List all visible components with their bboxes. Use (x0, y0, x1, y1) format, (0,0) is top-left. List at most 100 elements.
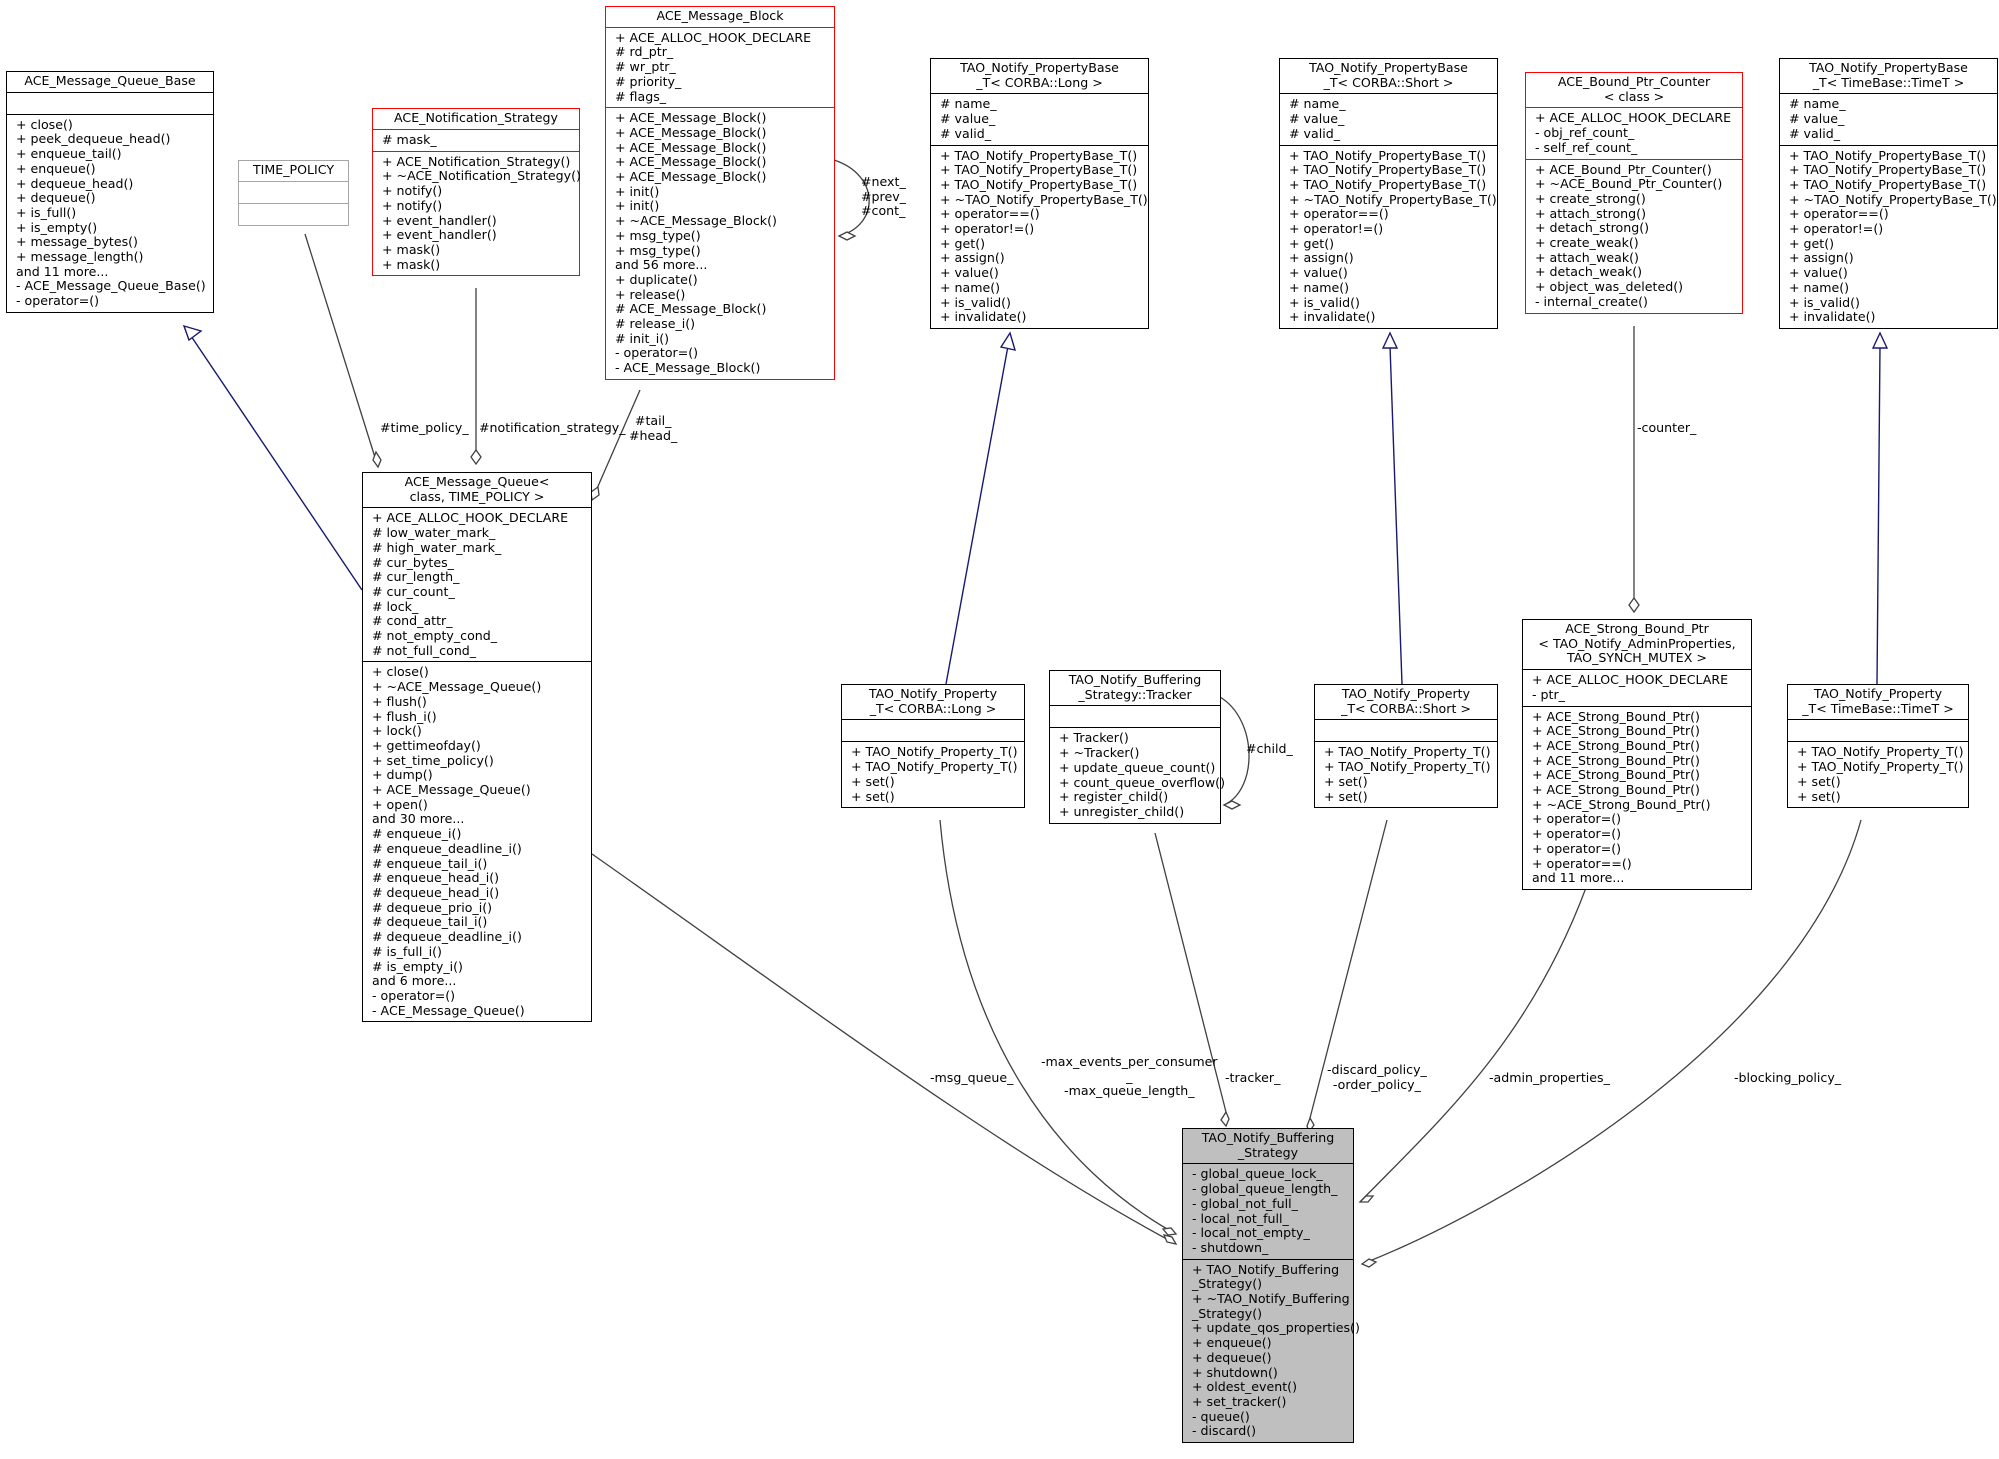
method: + ~ACE_Bound_Ptr_Counter() (1535, 176, 1723, 192)
class-ace-strong-bound-ptr[interactable]: ACE_Strong_Bound_Ptr< TAO_Notify_AdminPr… (1522, 619, 1752, 890)
method: + ACE_Notification_Strategy() (382, 153, 571, 169)
arrowhead-long (999, 331, 1017, 351)
method: + msg_type() (615, 242, 701, 258)
method: + operator==() (1789, 206, 1889, 222)
edge-admin-properties (1359, 884, 1588, 1203)
attributes-section (1788, 719, 1968, 741)
method: + notify() (382, 197, 443, 213)
class-name-line: TAO_Notify_Buffering (1201, 1130, 1335, 1145)
method: - discard() (1192, 1423, 1257, 1439)
method: + attach_weak() (1535, 249, 1639, 265)
attributes-section: # mask_ (373, 128, 579, 151)
class-ace-bound-ptr-counter[interactable]: ACE_Bound_Ptr_Counter< class >+ ACE_ALLO… (1525, 72, 1743, 314)
attributes-section: + ACE_ALLOC_HOOK_DECLARE# low_water_mark… (363, 507, 591, 661)
class-ace-message-block[interactable]: ACE_Message_Block+ ACE_ALLOC_HOOK_DECLAR… (605, 6, 835, 380)
method: # enqueue_head_i() (372, 870, 500, 886)
method: + ~ACE_Message_Queue() (372, 679, 542, 695)
class-time-policy[interactable]: TIME_POLICY (238, 160, 349, 226)
methods-section: + ACE_Strong_Bound_Ptr()+ ACE_Strong_Bou… (1523, 705, 1751, 889)
label-next-prev-cont: #next_ #prev_ #cont_ (861, 174, 906, 219)
class-property-base-timet[interactable]: TAO_Notify_PropertyBase_T< TimeBase::Tim… (1779, 58, 1998, 329)
method: + enqueue_tail() (16, 146, 122, 162)
class-ace-message-queue-base[interactable]: ACE_Message_Queue_Base+ close()+ peek_de… (6, 71, 214, 313)
method: + ~ACE_Notification_Strategy() (382, 168, 581, 184)
class-name: TAO_Notify_PropertyBase_T< TimeBase::Tim… (1780, 59, 1997, 93)
method: + ACE_Bound_Ptr_Counter() (1535, 161, 1712, 177)
attribute: # name_ (1289, 96, 1346, 112)
method: + TAO_Notify_PropertyBase_T() (1789, 176, 1987, 192)
class-property-short[interactable]: TAO_Notify_Property_T< CORBA::Short >+ T… (1314, 684, 1498, 809)
method: + dump() (372, 767, 433, 783)
class-name: TAO_Notify_PropertyBase_T< CORBA::Short … (1280, 59, 1497, 93)
class-name: TAO_Notify_Property_T< CORBA::Long > (842, 685, 1024, 719)
method: + event_handler() (382, 227, 497, 243)
label-max-events: -max_events_per_consumer _ -max_queue_le… (1041, 1054, 1218, 1099)
method: + is_full() (16, 204, 77, 220)
method: - operator=() (372, 987, 456, 1003)
class-tao-notify-buffering-strategy[interactable]: TAO_Notify_Buffering_Strategy- global_qu… (1182, 1128, 1360, 1444)
method: + ACE_Message_Block() (615, 169, 767, 185)
attributes-section (1050, 705, 1220, 727)
methods-section: + Tracker()+ ~Tracker()+ update_queue_co… (1050, 727, 1225, 822)
attribute: + ACE_ALLOC_HOOK_DECLARE (372, 510, 569, 526)
class-name: TAO_Notify_Property_T< TimeBase::TimeT > (1788, 685, 1968, 719)
edge-discard-order (1309, 819, 1388, 1119)
method: + mask() (382, 256, 441, 272)
attributes-section: + ACE_ALLOC_HOOK_DECLARE# rd_ptr_# wr_pt… (606, 26, 834, 108)
method: + set() (1324, 773, 1368, 789)
attribute: # high_water_mark_ (372, 539, 502, 555)
method: + TAO_Notify_PropertyBase_T() (940, 162, 1138, 178)
attribute: # cur_bytes_ (372, 554, 454, 570)
method: + TAO_Notify_Buffering (1192, 1261, 1340, 1277)
class-name-line: ACE_Bound_Ptr_Counter (1557, 74, 1711, 89)
class-name-line: < TAO_Notify_AdminProperties, (1538, 635, 1736, 651)
class-property-base-long[interactable]: TAO_Notify_PropertyBase_T< CORBA::Long >… (930, 58, 1149, 329)
method: + set() (1797, 788, 1841, 804)
method: + gettimeofday() (372, 737, 481, 753)
method: + dequeue_head() (16, 175, 134, 191)
class-property-base-short[interactable]: TAO_Notify_PropertyBase_T< CORBA::Short … (1279, 58, 1498, 329)
attribute: - obj_ref_count_ (1535, 125, 1635, 141)
class-property-long[interactable]: TAO_Notify_Property_T< CORBA::Long >+ TA… (841, 684, 1025, 809)
edge-time-policy (304, 233, 379, 468)
class-name-line: _T< TimeBase::TimeT > (1802, 700, 1954, 716)
method: + TAO_Notify_Property_T() (1324, 759, 1491, 775)
method: + TAO_Notify_Property_T() (1324, 744, 1491, 760)
methods-section: + TAO_Notify_Property_T()+ TAO_Notify_Pr… (842, 741, 1024, 807)
method: + set_time_policy() (372, 752, 494, 768)
method: - internal_create() (1535, 293, 1648, 309)
label-counter: -counter_ (1637, 420, 1697, 435)
class-name-line: TAO_Notify_Property (1341, 686, 1471, 701)
method: + assign() (1289, 250, 1354, 266)
methods-section: + ACE_Bound_Ptr_Counter()+ ~ACE_Bound_Pt… (1526, 158, 1742, 313)
class-ace-message-queue[interactable]: ACE_Message_Queue<class, TIME_POLICY >+ … (362, 472, 592, 1023)
method: and 30 more... (372, 811, 465, 827)
attributes-section: + ACE_ALLOC_HOOK_DECLARE- obj_ref_count_… (1526, 107, 1742, 158)
methods-section: + TAO_Notify_PropertyBase_T()+ TAO_Notif… (931, 144, 1148, 328)
method: + count_queue_overflow() (1059, 774, 1225, 790)
method: + release() (615, 286, 686, 302)
attribute: - self_ref_count_ (1535, 139, 1638, 155)
method: + notify() (382, 183, 443, 199)
method: + create_weak() (1535, 235, 1639, 251)
method: + mask() (382, 241, 441, 257)
class-property-timet[interactable]: TAO_Notify_Property_T< TimeBase::TimeT >… (1787, 684, 1969, 809)
label-discard-order: -discard_policy_ -order_policy_ (1327, 1062, 1427, 1092)
method: + ACE_Message_Block() (615, 124, 767, 140)
method: + peek_dequeue_head() (16, 131, 171, 147)
method: - ACE_Message_Queue() (372, 1002, 525, 1018)
method: # is_full_i() (372, 943, 442, 959)
edge-inherit-short (1389, 345, 1403, 685)
class-buffering-strategy-tracker[interactable]: TAO_Notify_Buffering_Strategy::Tracker+ … (1049, 670, 1225, 824)
method: + set() (1324, 788, 1368, 804)
method: + invalidate() (940, 309, 1027, 325)
method: # ACE_Message_Block() (615, 301, 767, 317)
class-ace-notification-strategy[interactable]: ACE_Notification_Strategy# mask_+ ACE_No… (372, 108, 581, 277)
method: + set() (1797, 773, 1841, 789)
arrowhead-short (1381, 331, 1399, 349)
method: + msg_type() (615, 227, 701, 243)
method: + unregister_child() (1059, 803, 1185, 819)
class-name: TAO_Notify_PropertyBase_T< CORBA::Long > (931, 59, 1148, 93)
